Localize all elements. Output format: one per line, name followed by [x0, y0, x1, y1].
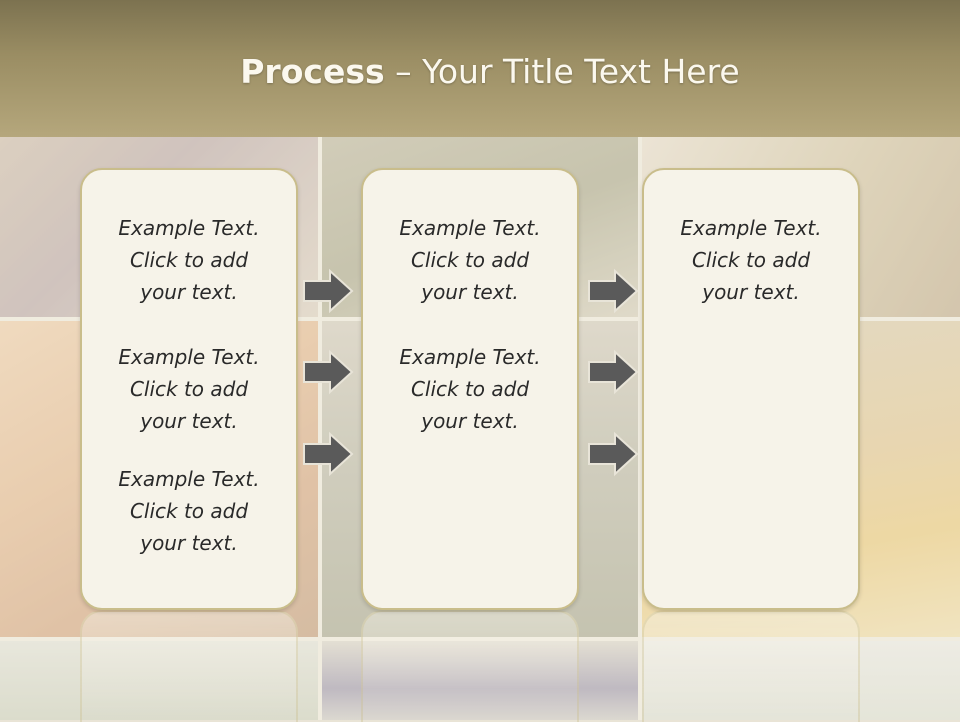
- photo-tile: [642, 641, 960, 720]
- box-reflection: [361, 610, 579, 722]
- text-line: Click to add: [691, 248, 811, 272]
- text-line: your text.: [140, 280, 238, 304]
- right-arrow-icon[interactable]: [587, 268, 639, 314]
- text-line: Click to add: [129, 377, 249, 401]
- text-placeholder[interactable]: Example Text. Click to add your text.: [363, 341, 577, 437]
- slide-title[interactable]: Process – Your Title Text Here: [0, 52, 960, 91]
- right-arrow-icon[interactable]: [302, 431, 354, 477]
- right-arrow-icon[interactable]: [302, 268, 354, 314]
- text-line: Click to add: [129, 248, 249, 272]
- right-arrow-icon[interactable]: [587, 349, 639, 395]
- text-line: Example Text.: [399, 216, 541, 240]
- process-box-1[interactable]: Example Text. Click to add your text. Ex…: [80, 168, 298, 610]
- text-line: your text.: [140, 409, 238, 433]
- text-line: Click to add: [410, 377, 530, 401]
- text-line: Example Text.: [680, 216, 822, 240]
- process-box-2[interactable]: Example Text. Click to add your text. Ex…: [361, 168, 579, 610]
- box-reflection: [80, 610, 298, 722]
- text-placeholder[interactable]: Example Text. Click to add your text.: [363, 212, 577, 308]
- text-line: Example Text.: [399, 345, 541, 369]
- text-line: your text.: [421, 280, 519, 304]
- text-placeholder[interactable]: Example Text. Click to add your text.: [644, 212, 858, 308]
- photo-tile: [0, 641, 318, 720]
- text-line: Example Text.: [118, 467, 260, 491]
- text-line: Click to add: [410, 248, 530, 272]
- process-box-3[interactable]: Example Text. Click to add your text.: [642, 168, 860, 610]
- text-line: Example Text.: [118, 216, 260, 240]
- title-band: [0, 0, 960, 137]
- box-reflection: [642, 610, 860, 722]
- text-line: your text.: [140, 531, 238, 555]
- text-line: your text.: [421, 409, 519, 433]
- text-placeholder[interactable]: Example Text. Click to add your text.: [82, 212, 296, 308]
- right-arrow-icon[interactable]: [302, 349, 354, 395]
- text-placeholder[interactable]: Example Text. Click to add your text.: [82, 341, 296, 437]
- title-rest-part: – Your Title Text Here: [384, 52, 740, 91]
- text-line: Click to add: [129, 499, 249, 523]
- text-line: your text.: [702, 280, 800, 304]
- text-placeholder[interactable]: Example Text. Click to add your text.: [82, 463, 296, 559]
- text-line: Example Text.: [118, 345, 260, 369]
- title-bold-part: Process: [240, 52, 385, 91]
- right-arrow-icon[interactable]: [587, 431, 639, 477]
